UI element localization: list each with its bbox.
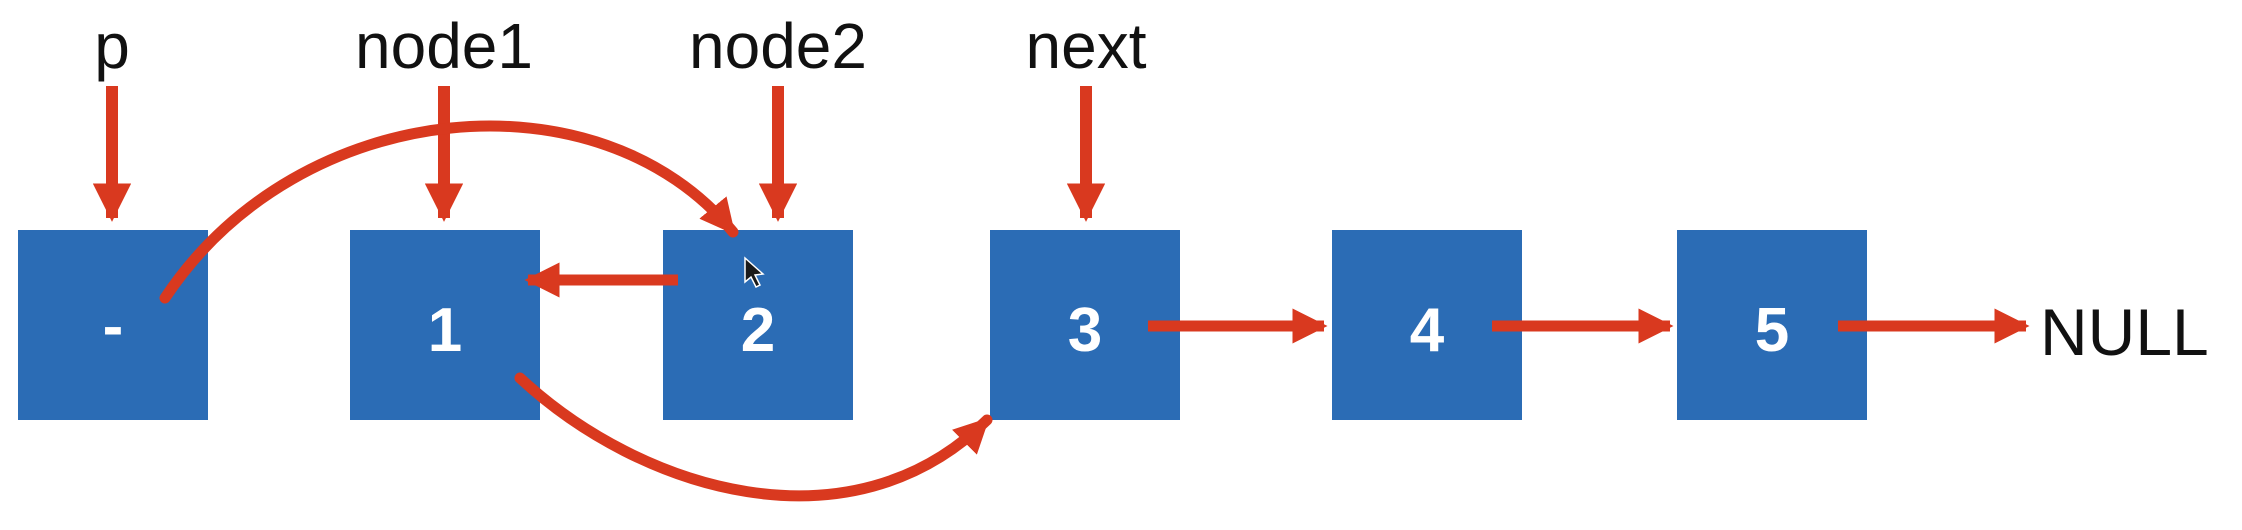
node-box: [350, 230, 540, 420]
node-1: 1: [350, 230, 540, 420]
node-value: 2: [741, 296, 775, 365]
node-value: 1: [428, 296, 462, 365]
node-value: 4: [1410, 296, 1445, 365]
node-box: [663, 230, 853, 420]
node-head: -: [18, 230, 208, 420]
node-5: 5: [1677, 230, 1867, 420]
pointer-label-p: p: [94, 10, 130, 82]
link-arrow-head-to-node2: [159, 120, 739, 304]
node-value: 5: [1755, 296, 1789, 365]
node-2: 2: [663, 230, 853, 420]
node-box: [18, 230, 208, 420]
link-arrow-node1-to-node3: [514, 372, 993, 502]
node-box: [1332, 230, 1522, 420]
pointer-label-next: next: [1026, 10, 1147, 82]
pointer-label-node1: node1: [355, 10, 533, 82]
mouse-cursor-icon: [744, 256, 765, 289]
node-value: -: [103, 292, 124, 361]
null-terminal: NULL: [2040, 295, 2209, 369]
node-value: 3: [1068, 296, 1102, 365]
node-box: [1677, 230, 1867, 420]
pointer-label-node2: node2: [689, 10, 867, 82]
node-4: 4: [1332, 230, 1522, 420]
